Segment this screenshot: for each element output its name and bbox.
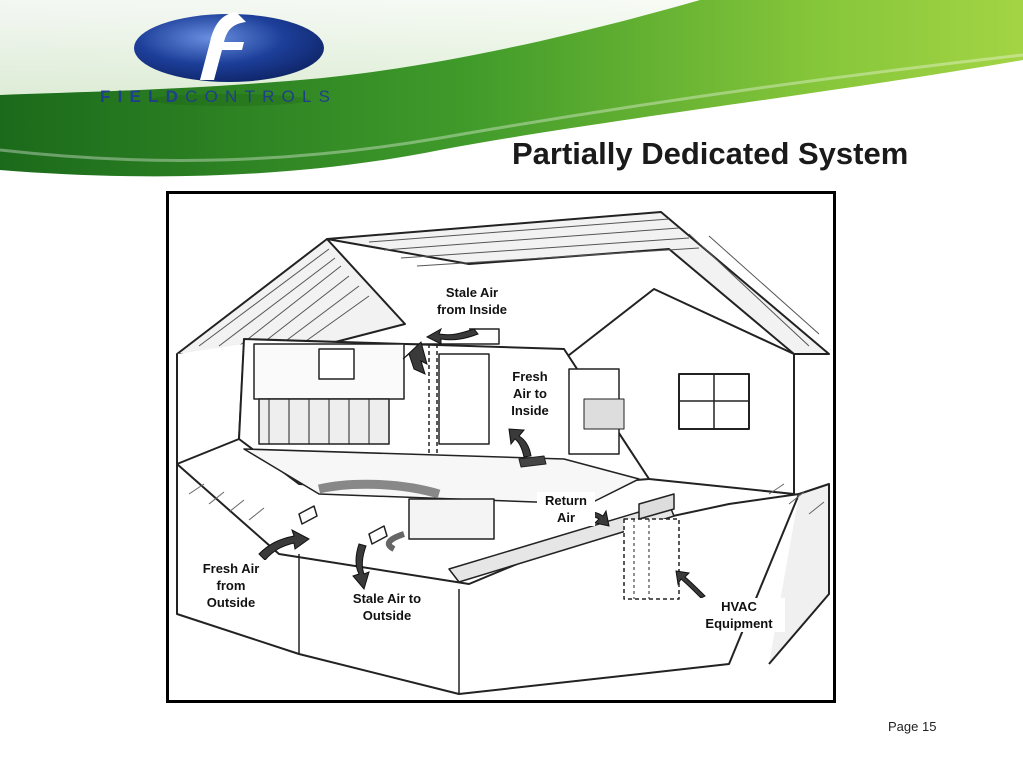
label-line: Fresh Air <box>202 561 260 576</box>
brand-name-light: CONTROLS <box>185 87 338 106</box>
brand-name-bold: FIELD <box>100 87 186 106</box>
label-fresh-air-outside: Fresh Air from Outside <box>189 560 273 611</box>
diagram-frame: Stale Air from Inside Fresh Air to Insid… <box>166 191 836 703</box>
stale-air-up-arrow <box>402 341 428 375</box>
label-line: from <box>216 578 246 593</box>
left-wall <box>176 343 245 465</box>
label-line: Fresh <box>512 369 548 384</box>
fresh-air-outside-arrow <box>258 528 310 561</box>
label-line: Outside <box>206 595 256 610</box>
label-return-air: Return Air <box>537 492 595 526</box>
stale-air-outside-arrow <box>352 543 370 591</box>
label-line: Stale Air <box>445 285 499 300</box>
slide-title: Partially Dedicated System <box>512 136 909 171</box>
label-stale-air-inside: Stale Air from Inside <box>417 284 527 318</box>
label-line: Air to <box>513 386 547 401</box>
hvac-unit <box>623 518 680 600</box>
house-ventilation-diagram <box>176 211 830 695</box>
brand-name: FIELDCONTROLS <box>100 87 337 107</box>
label-line: Return <box>545 493 587 508</box>
label-hvac-equipment: HVAC Equipment <box>693 598 785 632</box>
label-line: Equipment <box>705 616 773 631</box>
label-line: HVAC <box>721 599 757 614</box>
fresh-air-inside-arrow <box>508 428 532 458</box>
roof-right <box>326 211 830 355</box>
hvac-pointer-arrow <box>675 570 706 599</box>
label-line: Inside <box>511 403 549 418</box>
label-line: Air <box>556 510 576 525</box>
label-line: from Inside <box>436 302 508 317</box>
label-line: Outside <box>362 608 412 623</box>
stale-air-inside-arrow <box>425 327 479 345</box>
label-line: Stale Air to <box>352 591 422 606</box>
label-fresh-air-inside: Fresh Air to Inside <box>503 368 557 419</box>
field-controls-logo <box>134 12 324 106</box>
label-stale-air-outside: Stale Air to Outside <box>339 590 435 624</box>
page-number: Page 15 <box>888 719 937 734</box>
